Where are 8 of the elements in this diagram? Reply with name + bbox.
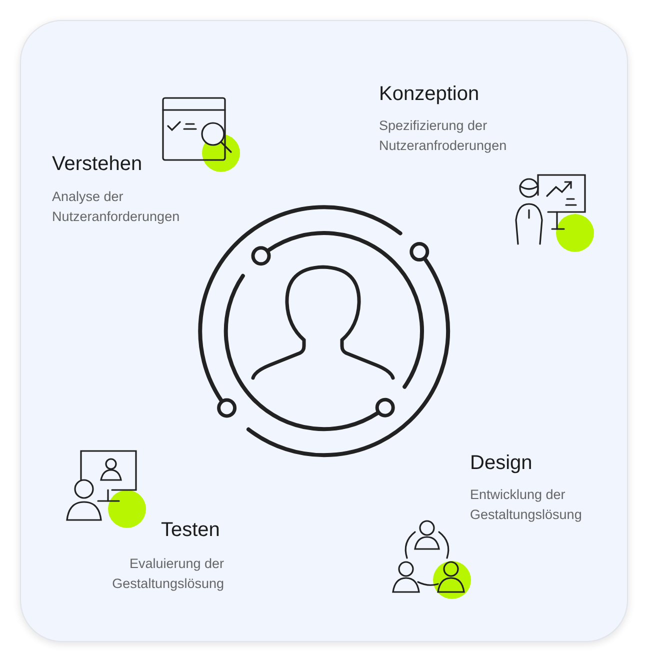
step-heading: Konzeption (379, 82, 480, 106)
step-description: Spezifizierung der Nutzeranfroderungen (379, 117, 508, 155)
step-description: Analyse der Nutzeranforderungen (52, 188, 181, 226)
step-heading: Verstehen (52, 152, 142, 176)
step-description: Evaluierung der Gestaltungslösung (111, 555, 224, 593)
step-description: Entwicklung der Gestaltungslösung (470, 486, 583, 524)
step-heading: Design (470, 451, 532, 475)
step-heading: Testen (161, 518, 220, 542)
